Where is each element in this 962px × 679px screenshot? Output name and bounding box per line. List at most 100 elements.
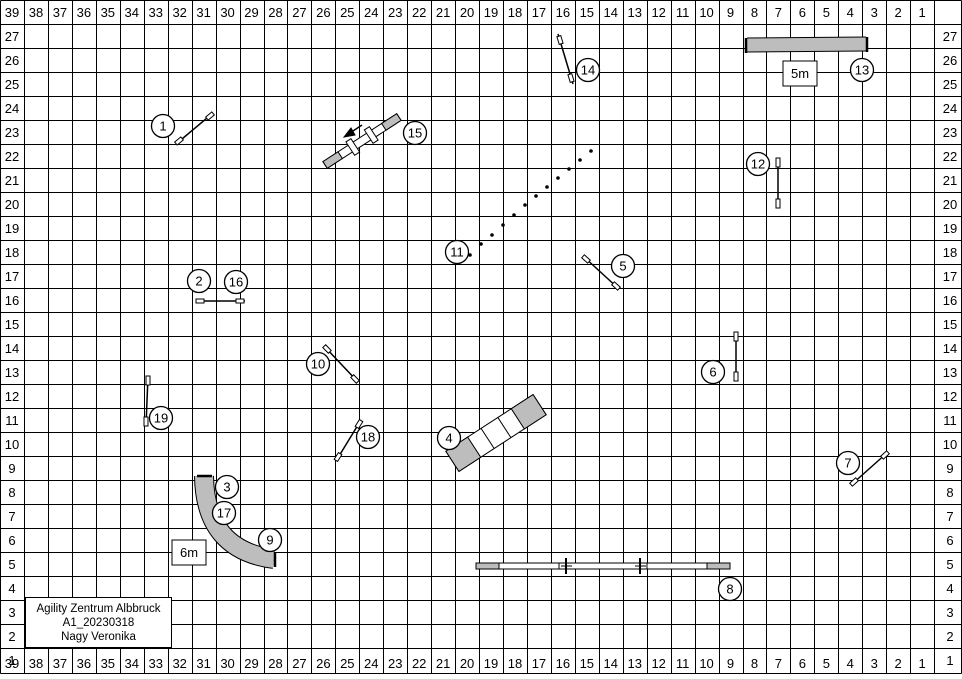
column-label: 36 (77, 5, 91, 20)
number-label: 9 (266, 533, 273, 548)
column-label: 24 (364, 656, 378, 671)
row-label: 14 (5, 341, 19, 356)
row-label: 17 (5, 269, 19, 284)
row-label: 10 (5, 437, 19, 452)
obstacle-number-15: 15 (402, 120, 428, 146)
column-label: 39 (5, 5, 19, 20)
row-label: 12 (5, 389, 19, 404)
weave-poles-11 (468, 149, 593, 257)
column-label: 33 (148, 656, 162, 671)
number-circle (745, 151, 771, 177)
column-label: 12 (651, 656, 665, 671)
column-label: 15 (580, 5, 594, 20)
row-label: 22 (943, 149, 957, 164)
column-label: 31 (196, 5, 210, 20)
row-label: 8 (946, 485, 953, 500)
row-label: 24 (5, 101, 19, 116)
obstacle-number-17: 17 (211, 500, 237, 526)
column-label: 4 (847, 656, 854, 671)
obstacle-number-18: 18 (355, 424, 381, 450)
column-label: 34 (125, 5, 139, 20)
column-label: 7 (775, 5, 782, 20)
number-label: 13 (855, 63, 869, 78)
column-label: 26 (316, 5, 330, 20)
column-label: 31 (196, 656, 210, 671)
row-label: 21 (5, 173, 19, 188)
tunnel-3-9 (194, 474, 277, 569)
row-label: 10 (943, 437, 957, 452)
column-label: 3 (871, 5, 878, 20)
row-label: 17 (943, 269, 957, 284)
number-circle (575, 57, 601, 83)
obstacle-number-19: 19 (148, 405, 174, 431)
row-label: 2 (946, 629, 953, 644)
row-label: 15 (943, 317, 957, 332)
column-label: 28 (268, 5, 282, 20)
number-circle (214, 474, 240, 500)
row-label: 11 (5, 413, 19, 428)
number-label: 16 (229, 275, 243, 290)
number-label: 7 (844, 456, 851, 471)
column-label: 35 (101, 5, 115, 20)
row-label: 18 (5, 245, 19, 260)
obstacle-number-11: 11 (444, 239, 470, 265)
row-label: 20 (5, 197, 19, 212)
column-label: 23 (388, 656, 402, 671)
column-label: 27 (292, 656, 306, 671)
column-label: 37 (53, 5, 67, 20)
tunnel-length-box-6m (171, 539, 207, 566)
row-label: 6 (8, 533, 15, 548)
obstacle-number-13: 13 (849, 57, 875, 83)
obstacle-4-board (445, 393, 547, 473)
column-label: 35 (101, 656, 115, 671)
number-label: 19 (154, 411, 168, 426)
column-label: 6 (799, 5, 806, 20)
jump-7 (848, 450, 891, 487)
column-label: 37 (53, 656, 67, 671)
column-label: 1 (919, 656, 926, 671)
column-label: 10 (699, 5, 713, 20)
column-label: 19 (484, 5, 498, 20)
row-label: 4 (946, 581, 953, 596)
jump-10 (322, 344, 360, 384)
jump-5 (580, 254, 622, 291)
column-label: 30 (220, 5, 234, 20)
jump-14 (556, 33, 575, 85)
row-label: 19 (943, 221, 957, 236)
row-label: 5 (946, 557, 953, 572)
row-label: 26 (943, 53, 957, 68)
number-label: 1 (159, 119, 166, 134)
number-circle (700, 359, 726, 385)
number-label: 11 (450, 245, 464, 260)
column-label: 14 (604, 5, 618, 20)
number-circle (835, 450, 861, 476)
column-label: 27 (292, 5, 306, 20)
obstacle-number-14: 14 (575, 57, 601, 83)
column-label: 26 (316, 656, 330, 671)
number-circle (305, 351, 331, 377)
number-circle (436, 425, 462, 451)
column-label: 3 (871, 656, 878, 671)
column-label: 5 (823, 5, 830, 20)
number-label: 3 (223, 480, 230, 495)
tunnel-3-length: 6m (180, 545, 198, 560)
number-label: 10 (311, 357, 325, 372)
number-label: 4 (445, 431, 452, 446)
row-label: 6 (946, 533, 953, 548)
row-label: 13 (943, 365, 957, 380)
column-label: 29 (244, 656, 258, 671)
column-label: 6 (799, 656, 806, 671)
column-label: 7 (775, 656, 782, 671)
obstacle-15-board (322, 112, 402, 170)
dogwalk-8 (475, 558, 731, 574)
obstacles (143, 33, 891, 574)
number-circle (223, 269, 249, 295)
column-label: 22 (412, 5, 426, 20)
column-label: 17 (532, 656, 546, 671)
obstacle-number-4: 4 (436, 425, 462, 451)
column-label: 8 (751, 656, 758, 671)
column-label: 38 (29, 5, 43, 20)
jump-1 (173, 111, 216, 146)
